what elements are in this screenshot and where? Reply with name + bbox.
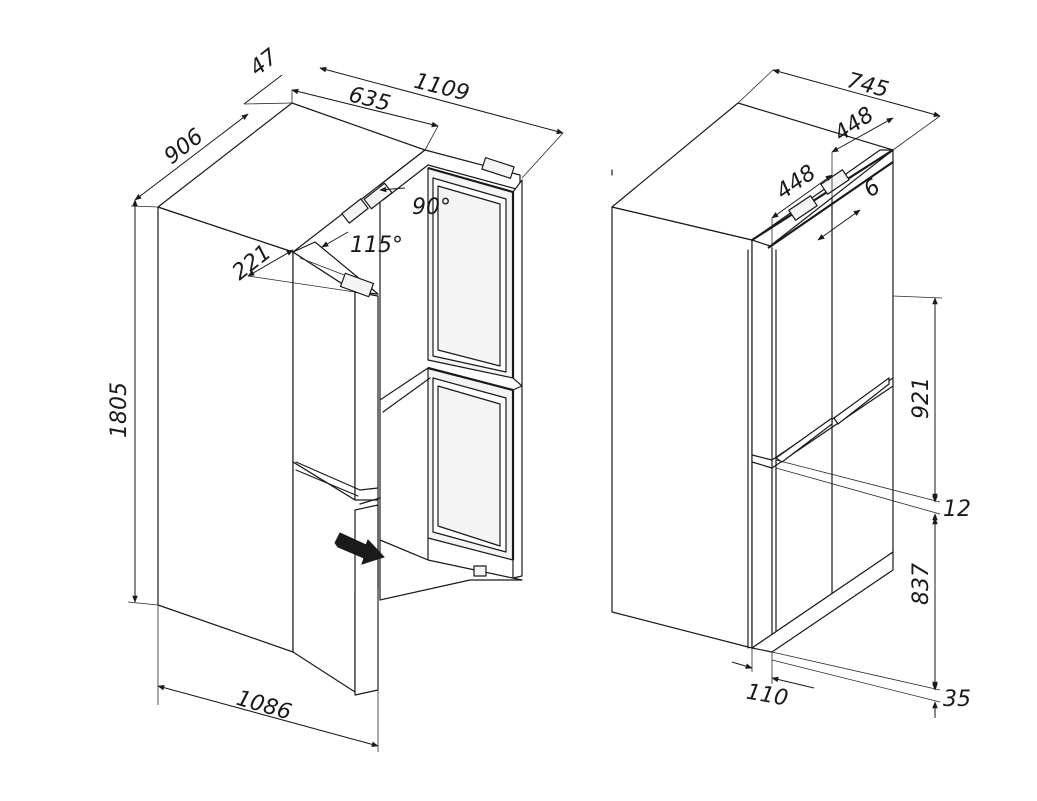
dim-12-label: 12 [943, 497, 971, 522]
left-handle-slot-3 [359, 497, 381, 505]
dim-110-label: 110 [744, 680, 790, 712]
interior-floor [379, 539, 523, 601]
right-cabinet-side [611, 206, 753, 649]
dim-221-line [247, 249, 294, 277]
dim-47-line [243, 74, 283, 105]
interior-display [481, 157, 515, 179]
left-upper-door-edge [354, 291, 379, 503]
right-dimension-lines [731, 68, 943, 718]
interior-lower-recess [437, 385, 501, 547]
left-fridge-view [157, 102, 523, 696]
right-foot [751, 551, 894, 653]
right-fridge-view [611, 102, 894, 653]
dim-115-arrow [321, 231, 349, 248]
dim-921-label: 921 [909, 377, 934, 419]
interior-foot [473, 565, 487, 577]
interior-shelf-line [379, 367, 429, 401]
dim-1086-line [157, 684, 379, 748]
dim-745-line [772, 68, 941, 118]
dim-115-label: 115° [350, 233, 403, 258]
interior-lower-thick [427, 366, 515, 560]
right-door-display-2 [341, 198, 369, 224]
dim-837-label: 837 [909, 563, 934, 605]
interior-upper-right-edge [512, 179, 523, 387]
dim-35-ext [771, 659, 941, 703]
dim-90-arrow [379, 186, 406, 193]
dim-635-ext-2 [424, 125, 439, 151]
left-cabinet-side [157, 206, 294, 653]
left-dimension-lines [127, 66, 564, 752]
dim-6-line [817, 209, 861, 241]
dim-1805-ext [127, 601, 159, 606]
dim-635-label: 635 [346, 82, 393, 116]
dim-110-arrow-left [731, 661, 753, 669]
interior-lower-right-edge [512, 385, 523, 579]
dim-1109-line [319, 66, 564, 135]
dim-110-arrow-right [771, 676, 815, 689]
dim-47-label: 47 [245, 44, 282, 81]
interior-upper-recess [437, 185, 501, 367]
right-handle-right [833, 377, 890, 425]
dim-221-ext [247, 275, 356, 293]
dim-35-label: 35 [943, 687, 971, 712]
interior-shelf-line-2 [382, 377, 431, 413]
left-upper-door-front [292, 251, 356, 501]
dim-745-label: 745 [844, 68, 891, 103]
dim-12-ext [775, 467, 941, 515]
left-cabinet-interior [379, 149, 523, 601]
dim-90-label: 90° [412, 195, 451, 220]
dim-1109-ext [521, 132, 564, 179]
left-lower-door-edge [354, 504, 379, 696]
dim-837-ext [771, 651, 941, 691]
dim-448-right-line [831, 117, 894, 153]
dim-745-ext-1 [737, 69, 774, 104]
dim-921-ext-2 [775, 459, 941, 503]
right-door-horizontal-split-2 [751, 385, 894, 469]
dim-1805-label: 1805 [107, 382, 132, 438]
dim-1086-label: 1086 [233, 686, 294, 725]
dim-745-ext-2 [892, 115, 941, 151]
dim-448-left-line [771, 174, 833, 219]
dim-906-line [134, 113, 249, 201]
interior-upper-thick [427, 166, 515, 378]
left-handle-slot-2 [295, 469, 359, 497]
left-handle-slot [295, 461, 379, 491]
dim-921-ext [892, 295, 943, 299]
dim-47-ext [243, 102, 293, 105]
opening-arrow-icon [334, 532, 385, 565]
